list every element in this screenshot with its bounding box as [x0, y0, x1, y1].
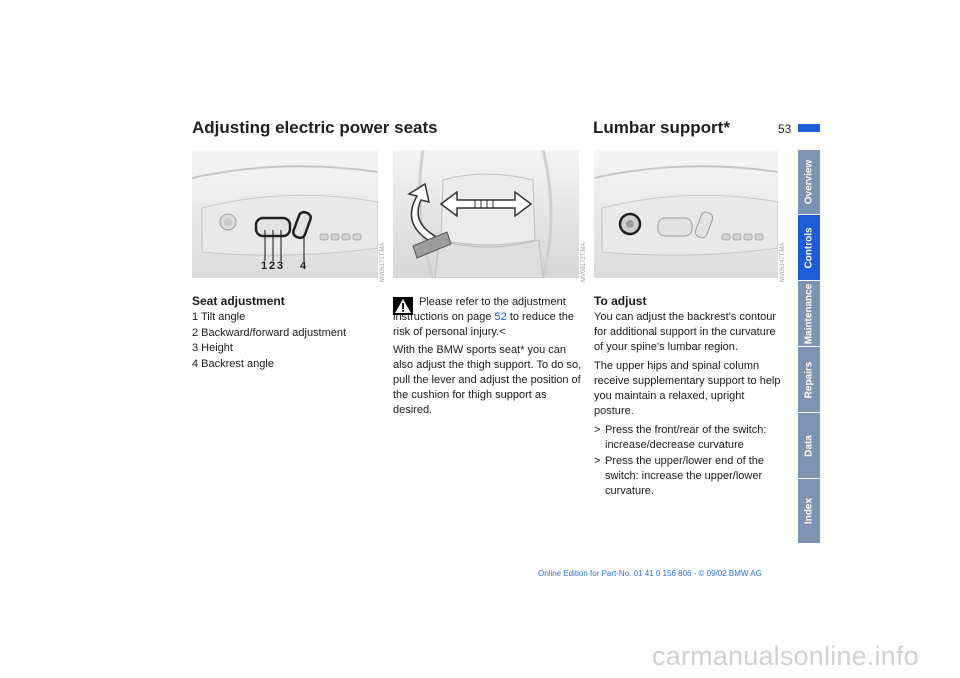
tab-overview-label: Overview — [803, 159, 815, 205]
figure-code-3: MV06147T.MA — [780, 242, 786, 282]
callout-1: 1 — [261, 260, 268, 272]
list-item: 4 Backrest angle — [192, 357, 274, 370]
heading-right: Lumbar support* — [593, 118, 730, 137]
figure-code-1: MV06171T.MA — [380, 242, 386, 282]
tab-index[interactable]: Index — [798, 479, 820, 544]
warning-text-after: to reduce the risk of personal injury. — [393, 311, 575, 338]
watermark-text: carmanualsonline.info — [652, 641, 919, 671]
callout-3: 3 — [277, 260, 284, 272]
figure-code-2: MV06172T.MA — [581, 242, 587, 282]
to-adjust-body: You can adjust the backrest's contour fo… — [594, 310, 784, 500]
bullet-mark: > — [594, 455, 601, 467]
tab-data-label: Data — [803, 434, 815, 457]
end-mark: < — [499, 326, 506, 338]
to-adjust-paragraph-1: You can adjust the backrest's contour fo… — [594, 311, 777, 353]
tab-repairs-label: Repairs — [803, 361, 815, 398]
thigh-support-illustration — [393, 150, 579, 278]
figure-lumbar-switch — [594, 150, 778, 278]
tab-controls-label: Controls — [803, 226, 815, 269]
tab-controls[interactable]: Controls — [798, 215, 820, 281]
page-number: 53 — [778, 122, 792, 136]
figure-seat-switches: 1 2 3 4 — [192, 150, 378, 278]
tab-index-label: Index — [803, 497, 815, 525]
bullet-mark: > — [594, 424, 601, 436]
list-item: 3 Height — [192, 342, 233, 354]
to-adjust-paragraph-2: The upper hips and spinal column receive… — [594, 360, 781, 417]
callout-4: 4 — [300, 260, 307, 272]
page-marker-bar — [798, 124, 820, 132]
list-item: > Press the upper/lower end of the switc… — [594, 454, 784, 499]
page-link-52[interactable]: 52 — [494, 311, 507, 323]
seat-adjustment-list: 1 Tilt angle 2 Backward/forward adjustme… — [192, 310, 382, 372]
sports-seat-text: With the BMW sports seat* you can also a… — [393, 344, 582, 416]
list-item: 2 Backward/forward adjustment — [192, 326, 347, 339]
tab-maintenance[interactable]: Maintenance — [798, 281, 820, 347]
warning-text: Please refer to the adjustment instructi… — [393, 295, 583, 340]
seat-switches-illustration — [192, 150, 378, 278]
tab-overview[interactable]: Overview — [798, 150, 820, 215]
warning-triangle-icon — [393, 297, 413, 315]
seat-adjustment-title: Seat adjustment — [192, 294, 285, 308]
tab-maintenance-label: Maintenance — [803, 283, 815, 344]
callout-2: 2 — [269, 260, 276, 272]
bullet-text: Press the front/rear of the switch: incr… — [605, 424, 767, 451]
heading-left: Adjusting electric power seats — [192, 118, 438, 137]
figure-thigh-support — [393, 150, 579, 278]
warning-text-before: Please refer to the adjustment instructi… — [393, 296, 566, 323]
lumbar-switch-illustration — [594, 150, 778, 278]
list-item: 1 Tilt angle — [192, 311, 246, 323]
tab-data[interactable]: Data — [798, 413, 820, 479]
to-adjust-title: To adjust — [594, 294, 647, 308]
bullet-text: Press the upper/lower end of the switch:… — [605, 455, 764, 497]
list-item: > Press the front/rear of the switch: in… — [594, 423, 784, 453]
tab-repairs[interactable]: Repairs — [798, 347, 820, 413]
footer-edition-note: Online Edition for Part-No. 01 41 0 156 … — [538, 569, 762, 578]
